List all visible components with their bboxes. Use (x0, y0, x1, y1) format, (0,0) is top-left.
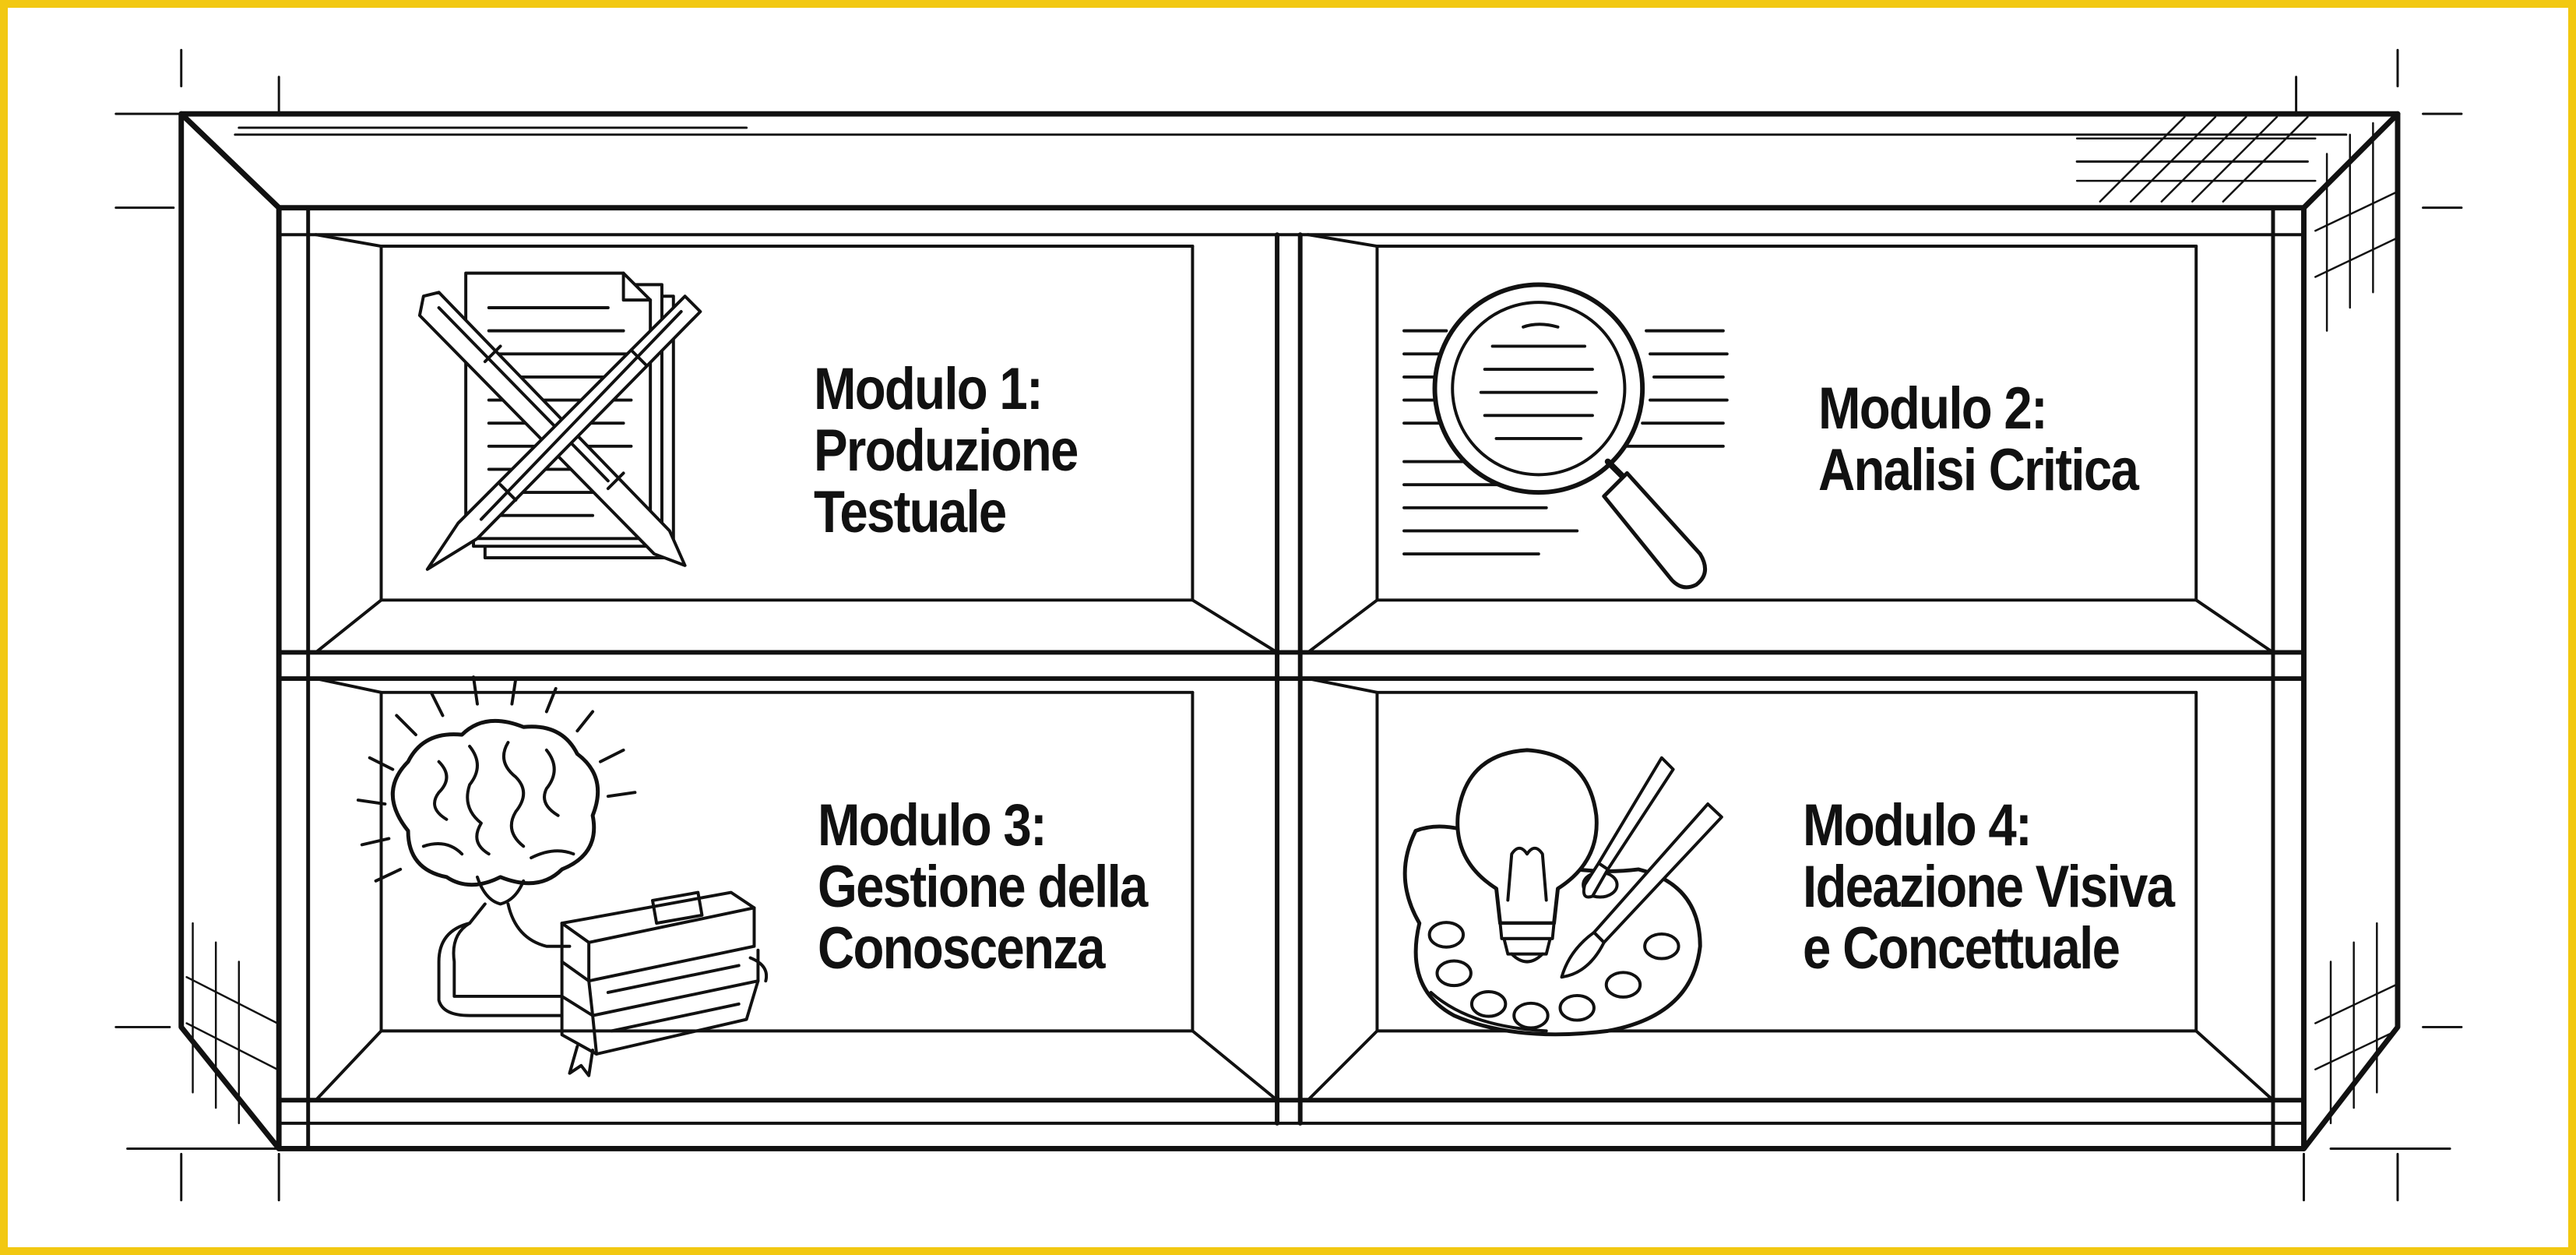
module-4-title: Modulo 4: (1803, 792, 2032, 858)
fountain-pen-icon (425, 294, 702, 571)
module-1-title: Modulo 1: (814, 356, 1043, 422)
module-1-line-2: Produzione (814, 418, 1079, 485)
construction-lines (114, 48, 2463, 1202)
module-3-line-2: Gestione della (818, 854, 1148, 921)
module-3-title: Modulo 3: (818, 792, 1047, 858)
radiance-lines (356, 675, 637, 883)
module-2-label: Modulo 2: Analisi Critica (1818, 375, 2139, 504)
module-1-label: Modulo 1: Produzione Testuale (814, 356, 1079, 546)
module-4-label: Modulo 4: Ideazione Visiva e Concettuale (1803, 792, 2175, 982)
books-icon (560, 890, 769, 1077)
module-4-line-2: Ideazione Visiva (1803, 854, 2175, 921)
magnifying-glass-text-icon (1402, 282, 1729, 590)
module-3-line-3: Conoscenza (818, 915, 1106, 982)
module-2-title: Modulo 2: (1818, 375, 2048, 442)
compartments (314, 233, 2275, 1102)
brain-books-icon (356, 675, 769, 1077)
paintbrush-icon (1582, 756, 1675, 899)
crossed-pens-document-icon (417, 271, 702, 571)
paintbrush-icon (1560, 802, 1723, 979)
module-3-label: Modulo 3: Gestione della Conoscenza (818, 792, 1148, 982)
module-2-line-2: Analisi Critica (1818, 437, 2139, 504)
module-4-line-3: e Concettuale (1803, 915, 2120, 982)
cabinet-outline (178, 111, 2401, 1151)
module-1-line-3: Testuale (814, 479, 1007, 546)
lightbulb-palette-icon (1402, 748, 1723, 1037)
